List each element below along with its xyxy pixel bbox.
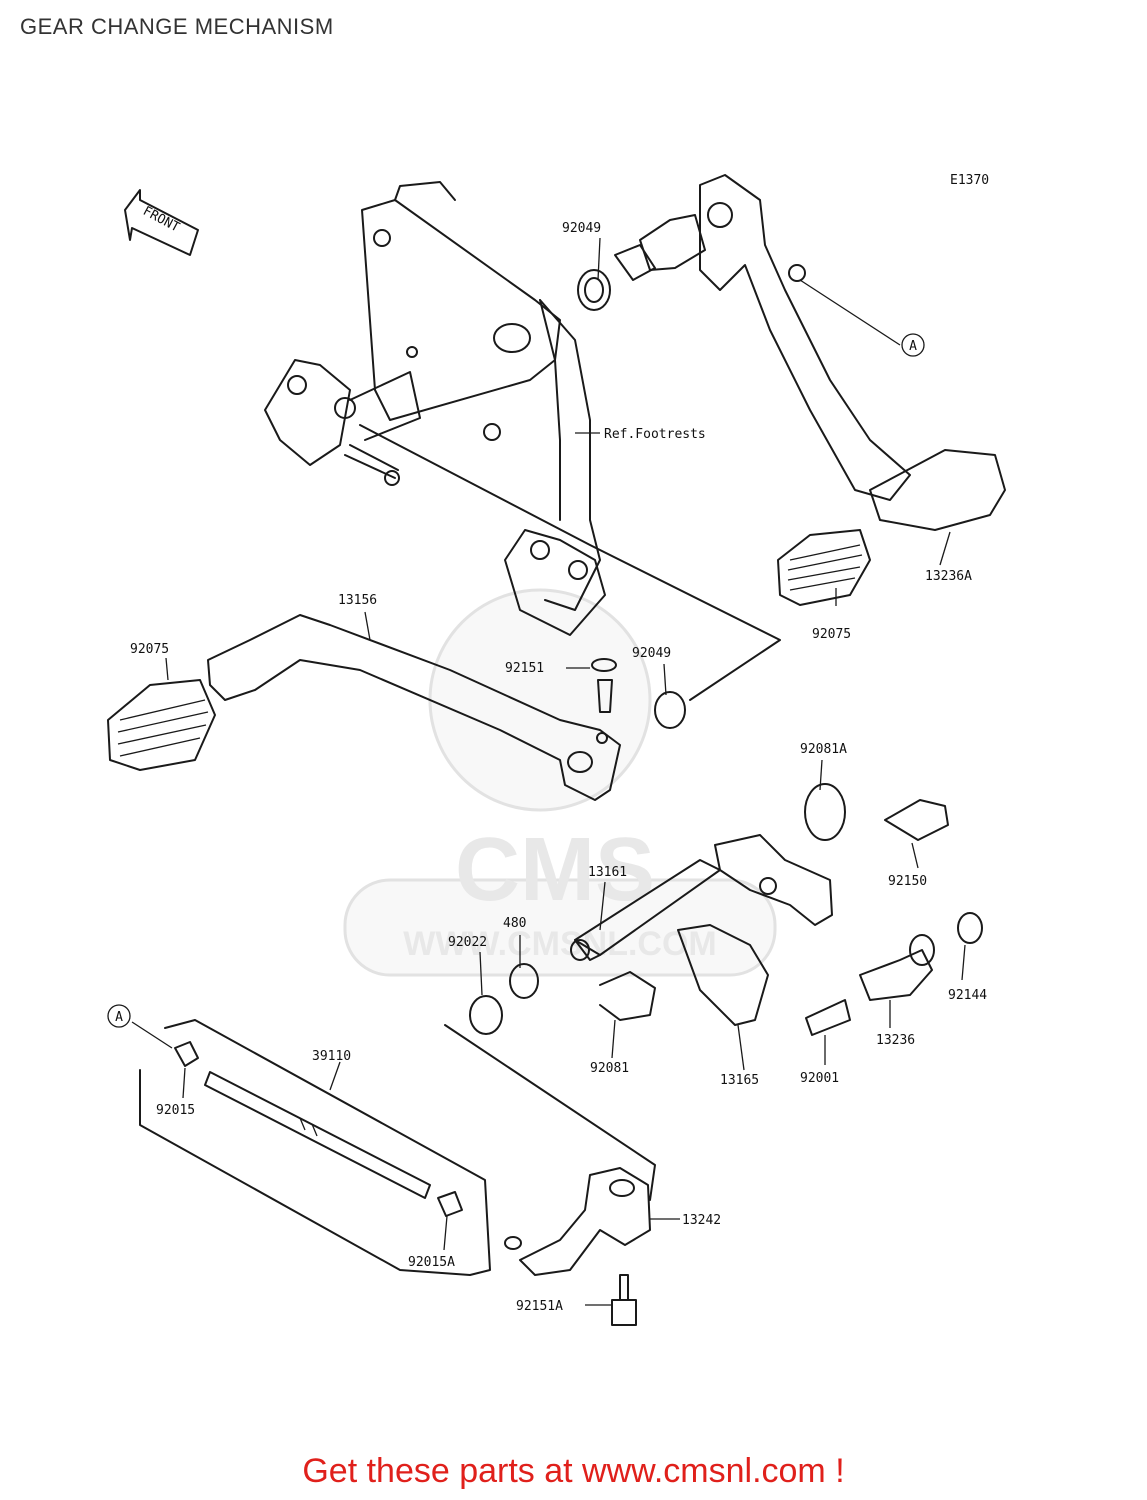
reference-note: Ref.Footrests <box>604 427 706 442</box>
part-label-13236[interactable]: 13236 <box>876 1033 915 1048</box>
part-label-92151A[interactable]: 92151A <box>516 1299 563 1314</box>
callout-a-top: A <box>901 333 925 357</box>
part-label-92049-mid[interactable]: 92049 <box>632 646 671 661</box>
part-label-92015[interactable]: 92015 <box>156 1103 195 1118</box>
part-label-92081A[interactable]: 92081A <box>800 742 847 757</box>
shift-arm <box>504 1167 651 1326</box>
part-label-92075-right[interactable]: 92075 <box>812 627 851 642</box>
callout-a-bottom-label: A <box>115 1010 123 1025</box>
part-label-92015A[interactable]: 92015A <box>408 1255 455 1270</box>
watermark-url: WWW.CMSNL.COM <box>403 925 717 963</box>
front-direction-arrow: FRONT <box>124 189 199 256</box>
footrest-bracket <box>264 181 781 701</box>
watermark-brand: CMS <box>455 820 655 920</box>
part-label-13161[interactable]: 13161 <box>588 865 627 880</box>
watermark-logo: CMS WWW.CMSNL.COM <box>343 588 777 977</box>
part-label-480[interactable]: 480 <box>503 916 526 931</box>
gear-shift-shaft-assembly <box>469 783 983 1036</box>
part-label-92081[interactable]: 92081 <box>590 1061 629 1076</box>
part-label-13156[interactable]: 13156 <box>338 593 377 608</box>
part-label-92022[interactable]: 92022 <box>448 935 487 950</box>
page-title: GEAR CHANGE MECHANISM <box>20 14 334 39</box>
part-label-39110[interactable]: 39110 <box>312 1049 351 1064</box>
brake-pedal-rubber <box>777 529 871 606</box>
diagram-code: E1370 <box>950 173 989 188</box>
part-label-92049-top[interactable]: 92049 <box>562 221 601 236</box>
shift-tie-rod <box>139 1019 656 1276</box>
rear-brake-pedal <box>577 174 1006 531</box>
exploded-diagram: CMS WWW.CMSNL.COM FRONT E1370 <box>107 173 1006 1326</box>
part-label-92151[interactable]: 92151 <box>505 661 544 676</box>
part-label-92150[interactable]: 92150 <box>888 874 927 889</box>
callout-a-bottom: A <box>107 1004 131 1028</box>
part-label-13236A[interactable]: 13236A <box>925 569 972 584</box>
part-label-13242[interactable]: 13242 <box>682 1213 721 1228</box>
callout-a-top-label: A <box>909 339 917 354</box>
part-labels: 92049 13236A 92075 13156 92075 92151 920… <box>130 221 987 1314</box>
leader-lines <box>131 237 966 1306</box>
front-label: FRONT <box>140 204 182 236</box>
part-label-13165[interactable]: 13165 <box>720 1073 759 1088</box>
footer-promo-link[interactable]: Get these parts at www.cmsnl.com ! <box>302 1452 845 1490</box>
part-label-92001[interactable]: 92001 <box>800 1071 839 1086</box>
gear-shift-pedal <box>107 614 686 801</box>
part-label-92075-left[interactable]: 92075 <box>130 642 169 657</box>
part-label-92144[interactable]: 92144 <box>948 988 987 1003</box>
